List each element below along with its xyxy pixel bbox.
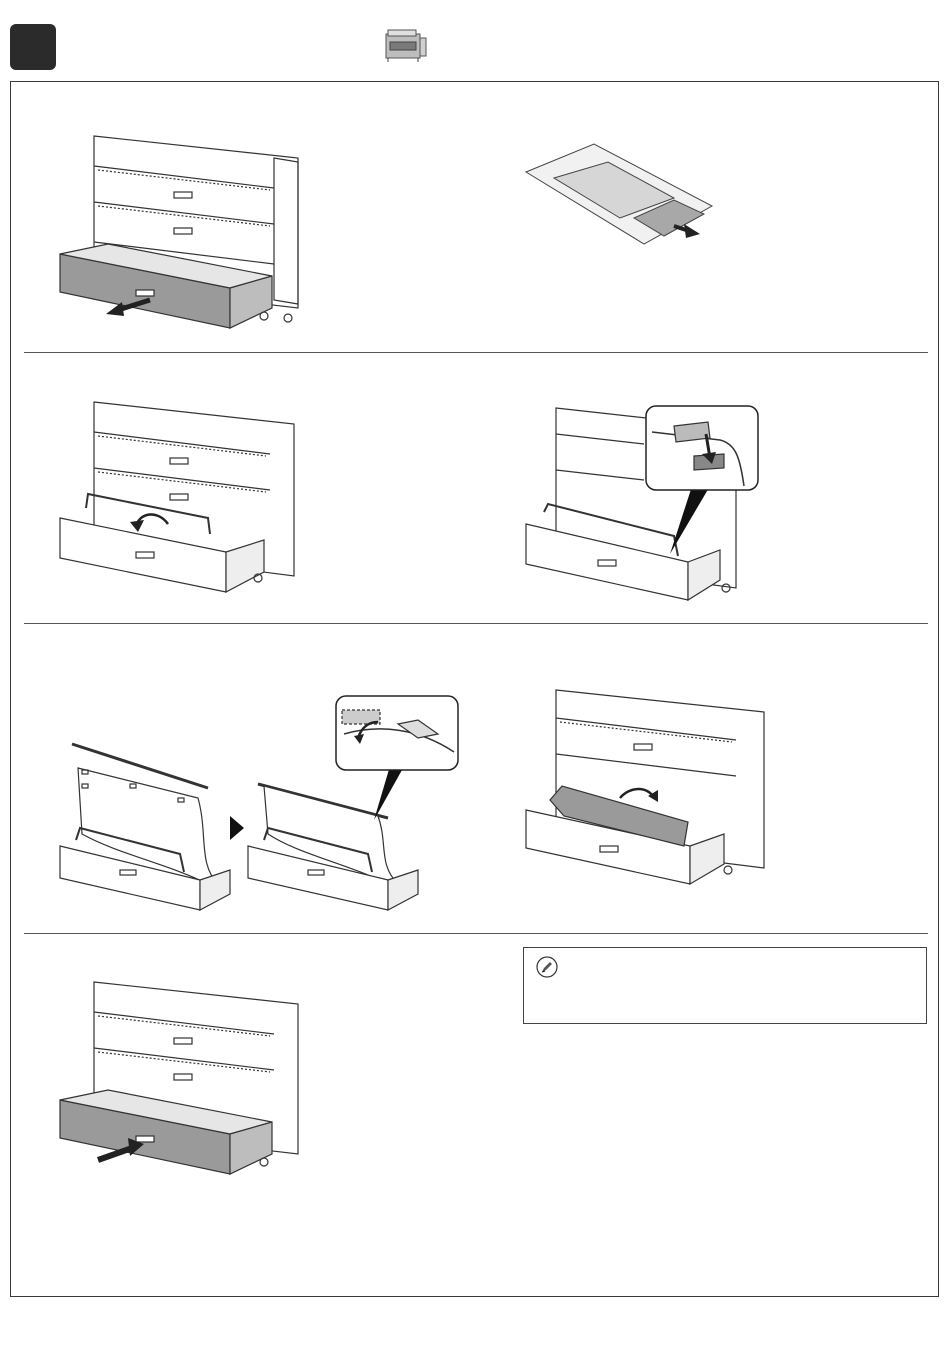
figure-fold-sheet-down [524, 686, 768, 886]
step-marker [10, 24, 56, 70]
figure-attach-bar [58, 694, 462, 914]
figure-pull-out-drawer [58, 132, 306, 328]
note-box [523, 947, 927, 1024]
section-divider [24, 352, 928, 353]
figure-push-drawer-in [58, 978, 306, 1174]
figure-open-bag [524, 140, 714, 248]
figure-press-lock-lever [524, 404, 764, 602]
figure-raise-stacker-frame [58, 398, 298, 594]
printer-icon [384, 28, 428, 64]
pencil-note-icon [536, 956, 558, 978]
section-divider [24, 933, 928, 934]
section-divider [24, 623, 928, 624]
